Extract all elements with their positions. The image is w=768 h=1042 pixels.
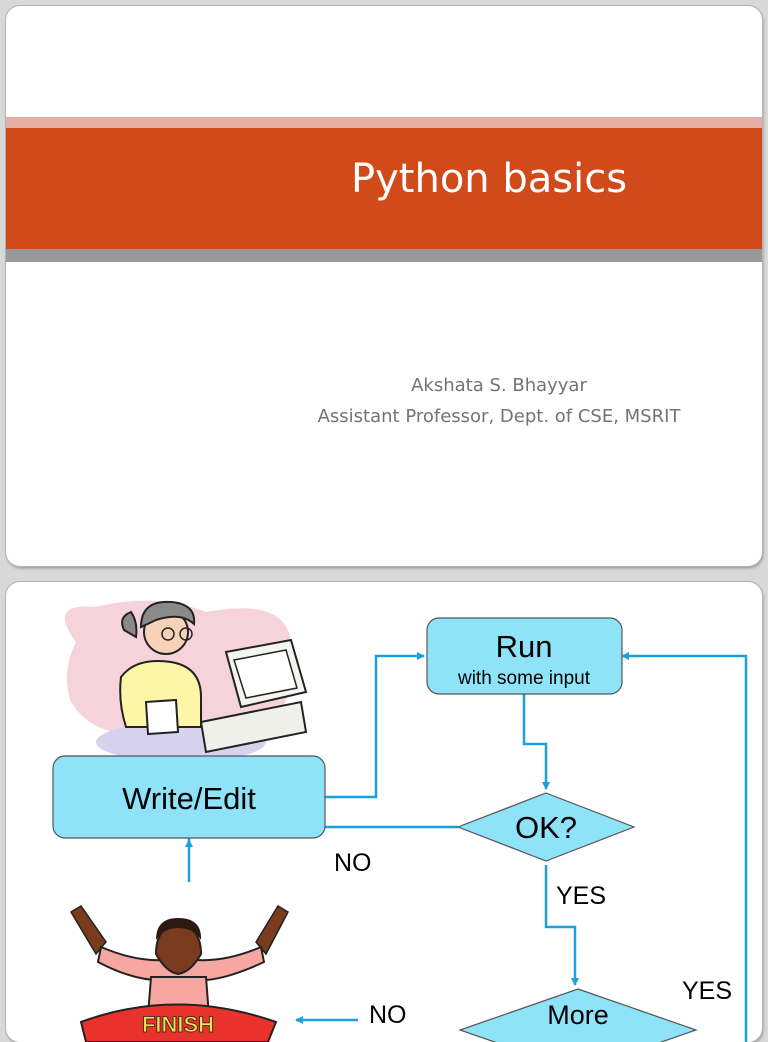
finish-banner: FINISH — [142, 1012, 214, 1037]
run-sublabel: with some input — [457, 668, 591, 689]
flowchart: Run with some input Write/Edit OK? More … — [52, 600, 748, 1042]
no-label-ok: NO — [334, 849, 372, 877]
programmer-clipart — [64, 600, 308, 762]
title-slide: Python basics Akshata S. Bhayyar Assista… — [6, 6, 762, 566]
flowchart-slide: Run with some input Write/Edit OK? More … — [6, 582, 762, 1042]
author-affiliation: Assistant Professor, Dept. of CSE, MSRIT — [317, 406, 681, 427]
slide-title: Python basics — [351, 156, 628, 202]
title-band-shadow — [6, 249, 762, 262]
no-label-more: NO — [369, 1001, 407, 1029]
more-label: More — [547, 1000, 609, 1030]
author-name: Akshata S. Bhayyar — [411, 375, 587, 396]
more-decision: More — [458, 988, 698, 1042]
title-band-highlight — [6, 117, 762, 128]
run-step: Run with some input — [426, 617, 623, 695]
title-band — [6, 128, 762, 249]
ok-label: OK? — [515, 810, 577, 845]
ok-decision: OK? — [456, 792, 636, 862]
yes-label-right: YES — [682, 977, 732, 1005]
finish-clipart: FINISH — [69, 904, 289, 1042]
write-edit-step: Write/Edit — [52, 755, 326, 839]
write-edit-label: Write/Edit — [122, 781, 256, 816]
yes-label-ok: YES — [556, 882, 606, 910]
run-label: Run — [496, 629, 553, 664]
